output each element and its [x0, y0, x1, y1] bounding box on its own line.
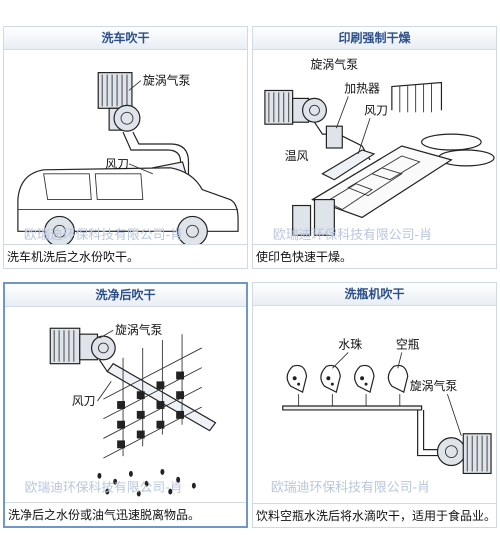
panel-caption: 洗净后之水份或油气迅速脱离物品。 [5, 502, 246, 526]
watermark: 欧瑞迪环保科技有限公司-肖 [25, 481, 183, 496]
watermark: 欧瑞迪环保科技有限公司-肖 [273, 228, 432, 243]
post-wash-illustration: 旋涡气泵 风刀 欧瑞迪环保科技有限公司-肖 [5, 307, 246, 503]
label-vortex-pump: 旋涡气泵 [311, 58, 359, 72]
car-wash-illustration: 旋涡气泵 风刀 欧瑞迪环保科技有限公司-肖 [4, 50, 247, 245]
panel-car-wash-drying: 洗车吹干 [3, 26, 248, 269]
vortex-blower-icon [436, 433, 492, 475]
label-heater: 加热器 [344, 81, 380, 95]
panel-title: 印刷强制干燥 [253, 27, 496, 50]
panel-title: 洗车吹干 [4, 27, 247, 50]
panel-post-wash-drying: 洗净后吹干 [3, 282, 248, 528]
label-vortex-pump: 旋涡气泵 [115, 323, 162, 337]
panel-bottle-washer-drying: 洗瓶机吹干 [252, 282, 497, 528]
watermark: 欧瑞迪环保科技有限公司-肖 [24, 228, 183, 243]
panel-title: 洗净后吹干 [5, 284, 246, 307]
panel-caption: 使印色快速干燥。 [253, 244, 496, 268]
panel-print-forced-drying: 印刷强制干燥 [252, 26, 497, 269]
vortex-blower-icon [97, 72, 141, 132]
panel-caption: 饮料空瓶水洗后将水滴吹干，适用于食品业。 [253, 503, 496, 527]
label-warm-air: 温风 [285, 149, 309, 163]
panel-title: 洗瓶机吹干 [253, 283, 496, 306]
label-air-knife: 风刀 [72, 394, 96, 408]
label-water-drops: 水珠 [338, 337, 362, 351]
label-air-knife: 风刀 [105, 157, 129, 171]
print-drying-illustration: 旋涡气泵 加热器 风刀 温风 欧瑞迪环保科技有限公司-肖 [253, 50, 496, 245]
vortex-blower-icon [264, 89, 327, 125]
panel-caption: 洗车机洗后之水份吹干。 [4, 244, 247, 268]
label-vortex-pump: 旋涡气泵 [143, 74, 191, 88]
bottle-drying-illustration: 水珠 空瓶 旋涡气泵 欧瑞迪环保科技有限公司-肖 [253, 306, 496, 502]
label-empty-bottle: 空瓶 [396, 337, 420, 351]
watermark: 欧瑞迪环保科技有限公司-肖 [271, 480, 430, 495]
label-air-knife: 风刀 [364, 103, 388, 117]
vortex-blower-icon [49, 327, 116, 365]
label-vortex-pump: 旋涡气泵 [410, 379, 458, 393]
bottle-icon [286, 364, 409, 393]
heater-icon [325, 125, 343, 149]
